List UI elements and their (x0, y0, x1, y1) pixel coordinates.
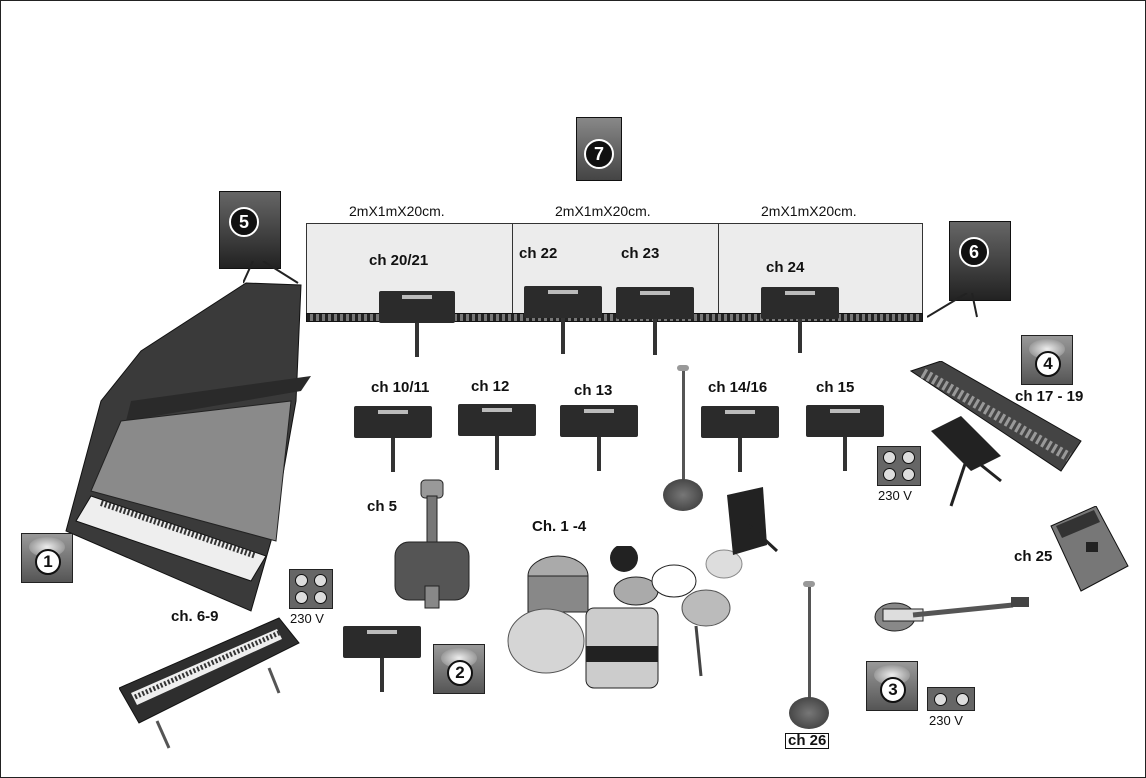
monitor-2-number: 2 (447, 660, 473, 686)
music-stand-ch20 (379, 291, 455, 357)
pa-speaker-5-number: 5 (229, 207, 259, 237)
riser-label-left: 2mX1mX20cm. (349, 203, 445, 219)
music-stand-ch23 (616, 287, 694, 355)
double-bass-icon (394, 479, 470, 609)
label-ch1-4: Ch. 1 -4 (532, 518, 587, 535)
electric-guitar-icon (874, 597, 1029, 632)
pa-speaker-6: 6 (927, 221, 1019, 319)
label-ch20-21: ch 20/21 (369, 252, 429, 269)
label-ch23: ch 23 (621, 245, 660, 262)
percussion-stand-icon (727, 487, 779, 555)
label-ch25: ch 25 (1014, 548, 1053, 565)
keyboard-icon (119, 617, 300, 749)
monitor-3-number: 3 (880, 677, 906, 703)
pa-speaker-7: 7 (576, 117, 622, 181)
music-stand-ch22 (524, 286, 602, 354)
monitor-4-number: 4 (1035, 351, 1061, 377)
pa-speaker-6-number: 6 (959, 237, 989, 267)
label-ch6-9: ch. 6-9 (171, 608, 219, 625)
music-stand-ch10 (354, 406, 432, 472)
monitor-1: 1 (21, 533, 73, 583)
power-outlet-2 (877, 446, 921, 486)
music-stand-ch14 (701, 406, 779, 472)
monitor-1-number: 1 (35, 549, 61, 575)
bass-amp-icon (1050, 506, 1129, 592)
music-stand-ch15 (806, 405, 884, 471)
power-label-2: 230 V (878, 488, 912, 503)
mic-stand-ch26 (789, 581, 829, 729)
label-ch14-16: ch 14/16 (708, 379, 768, 396)
label-ch5: ch 5 (367, 498, 398, 515)
vibraphone-icon (909, 361, 1082, 507)
label-ch13: ch 13 (574, 382, 613, 399)
grand-piano-icon (65, 282, 311, 612)
pa-speaker-7-number: 7 (584, 139, 614, 169)
power-label-3: 230 V (929, 713, 963, 728)
label-ch15: ch 15 (816, 379, 855, 396)
monitor-3: 3 (866, 661, 918, 711)
power-outlet-3 (927, 687, 975, 711)
monitor-2: 2 (433, 644, 485, 694)
label-ch10-11: ch 10/11 (371, 379, 430, 396)
label-ch12: ch 12 (471, 378, 510, 395)
riser-truss (306, 313, 923, 322)
monitor-4: 4 (1021, 335, 1073, 385)
mic-stand-center (663, 365, 703, 511)
drum-kit-icon (507, 546, 743, 689)
label-ch26: ch 26 (785, 733, 830, 749)
power-label-1: 230 V (290, 611, 324, 626)
music-stand-front (343, 626, 421, 692)
label-ch24: ch 24 (766, 259, 805, 276)
music-stand-ch13 (560, 405, 638, 471)
riser-label-right: 2mX1mX20cm. (761, 203, 857, 219)
music-stand-ch24 (761, 287, 839, 353)
label-ch22: ch 22 (519, 245, 558, 262)
riser-label-center: 2mX1mX20cm. (555, 203, 651, 219)
label-ch17-19: ch 17 - 19 (1015, 388, 1084, 405)
pa-speaker-5: 5 (213, 191, 303, 286)
power-outlet-1 (289, 569, 333, 609)
music-stand-ch12 (458, 404, 536, 470)
